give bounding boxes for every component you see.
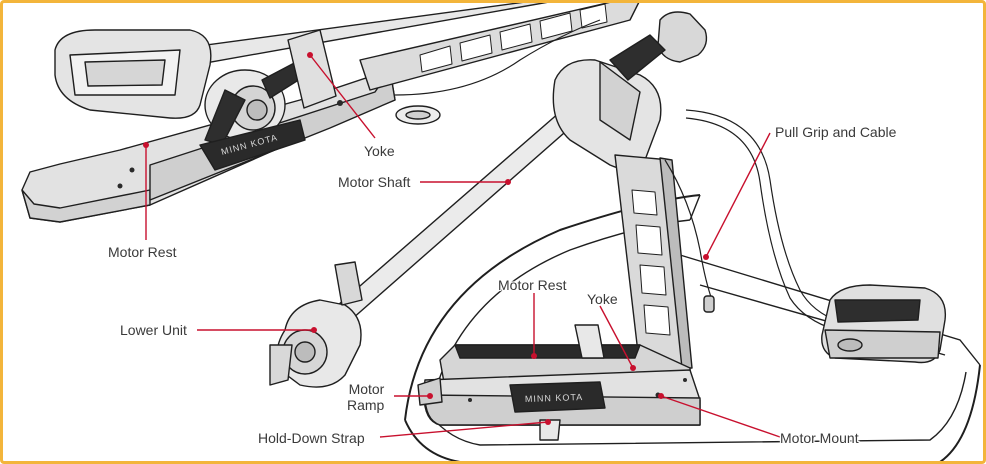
- leader-yoke-main: [599, 305, 634, 369]
- propeller: [334, 261, 363, 306]
- motor-ramp: [417, 377, 443, 406]
- label-motor-ramp: Motor Ramp: [347, 381, 384, 413]
- leader-motor-mount: [660, 395, 781, 438]
- detail-illustration: [21, 0, 641, 223]
- leader-lines: [143, 52, 781, 438]
- mount-logo-text: MINN KOTA: [525, 392, 584, 404]
- label-pull-grip: Pull Grip and Cable: [775, 124, 897, 140]
- label-motor-rest-main: Motor Rest: [498, 277, 567, 293]
- label-motor-ramp-text: Motor Ramp: [347, 381, 385, 413]
- detail-yoke: [287, 29, 337, 109]
- label-motor-mount: Motor Mount: [780, 430, 859, 446]
- label-lower-unit: Lower Unit: [120, 322, 187, 338]
- detail-logo-plate: [199, 119, 306, 171]
- label-motor-rest-top: Motor Rest: [108, 244, 177, 260]
- label-yoke-main: Yoke: [587, 291, 618, 307]
- mount-logo-plate: [509, 381, 606, 413]
- main-illustration: [269, 11, 947, 441]
- label-yoke-top: Yoke: [364, 143, 395, 159]
- leader-hold-down: [379, 421, 549, 438]
- yoke-main: [574, 324, 605, 359]
- label-motor-shaft: Motor Shaft: [338, 174, 411, 190]
- leader-yoke-top: [309, 54, 376, 139]
- cable: [664, 159, 713, 301]
- motor-cap: [657, 11, 708, 63]
- leader-pull-grip: [705, 132, 771, 258]
- hold-down-strap: [539, 419, 561, 441]
- label-hold-down-strap: Hold-Down Strap: [258, 430, 365, 446]
